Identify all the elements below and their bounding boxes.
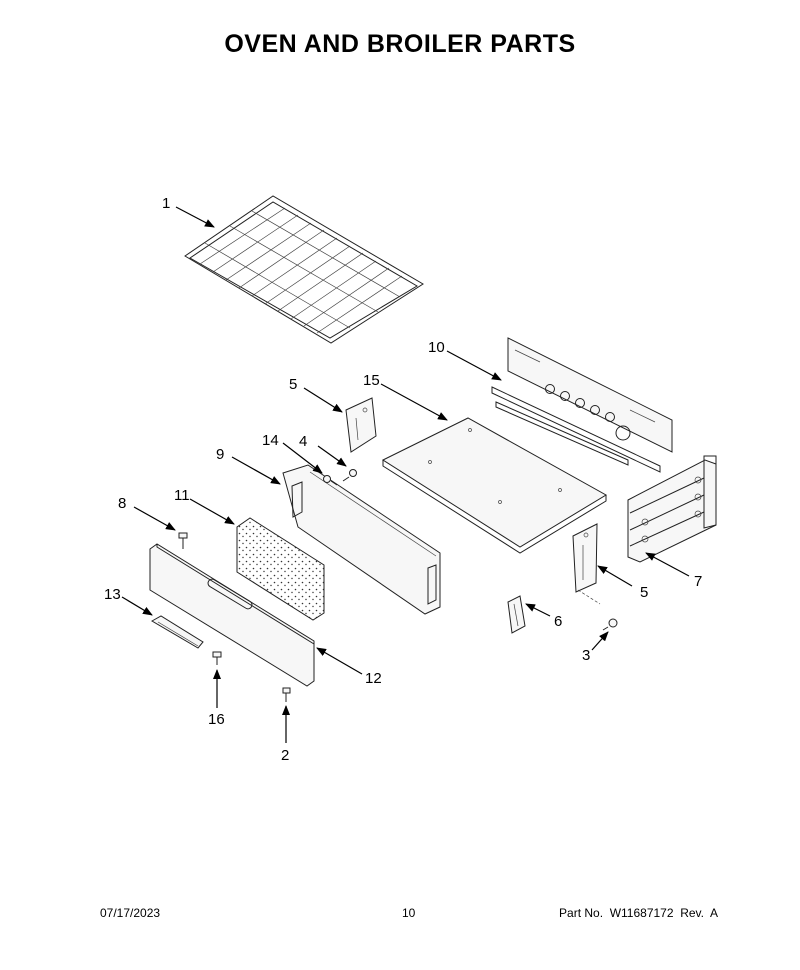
- callout-4: 4: [299, 433, 307, 450]
- screw-2-part[interactable]: [282, 687, 291, 702]
- callout-11: 11: [174, 487, 190, 504]
- side-bracket-part[interactable]: [627, 455, 717, 563]
- drawer-front-panel-part[interactable]: [149, 543, 315, 687]
- callout-6: 6: [554, 613, 562, 630]
- callout-2: 2: [281, 747, 289, 764]
- rear-panel-part[interactable]: [491, 337, 673, 473]
- slide-bracket-upper-part[interactable]: [345, 397, 377, 453]
- leader-9: [231, 456, 281, 485]
- leader-7: [645, 552, 690, 577]
- page-title: OVEN AND BROILER PARTS: [224, 30, 576, 58]
- callout-10: 10: [428, 339, 445, 356]
- leader-5b: [597, 565, 633, 587]
- callout-1: 1: [162, 195, 170, 212]
- screw-4-part[interactable]: [342, 469, 357, 482]
- footer-date: 07/17/2023: [100, 906, 161, 920]
- leader-12: [316, 647, 363, 675]
- leader-6: [525, 603, 551, 617]
- screw-8-part[interactable]: [178, 532, 188, 549]
- footer-part-number: Part No. W11687172 Rev. A: [559, 906, 718, 920]
- callout-5-lower: 5: [640, 584, 648, 601]
- bottom-panel-part[interactable]: [381, 417, 607, 554]
- leader-5a: [303, 387, 343, 413]
- screw-3-part[interactable]: [602, 618, 618, 631]
- leader-14: [282, 442, 323, 474]
- hinge-part[interactable]: [507, 595, 526, 634]
- leader-1: [175, 206, 215, 228]
- leader-4: [317, 445, 347, 467]
- inner-door-frame-part[interactable]: [282, 464, 441, 615]
- callout-16: 16: [208, 711, 225, 728]
- insulation-part[interactable]: [236, 517, 325, 621]
- leader-3: [591, 631, 609, 651]
- callout-12: 12: [365, 670, 382, 687]
- screw-14-part[interactable]: [323, 475, 338, 486]
- drawer-handle-part[interactable]: [150, 615, 204, 649]
- oven-rack-part[interactable]: [184, 195, 424, 344]
- leader-13: [121, 596, 153, 616]
- callout-9: 9: [216, 446, 224, 463]
- callout-13: 13: [104, 586, 121, 603]
- footer-page-number: 10: [402, 906, 416, 920]
- callout-5-upper: 5: [289, 376, 297, 393]
- leader-8: [133, 506, 176, 531]
- callout-14: 14: [262, 432, 279, 449]
- callout-8: 8: [118, 495, 126, 512]
- slide-bracket-lower-part[interactable]: [572, 523, 601, 605]
- leader-10: [446, 350, 502, 381]
- callout-7: 7: [694, 573, 702, 590]
- screw-16-part[interactable]: [212, 651, 222, 665]
- leader-15: [380, 383, 448, 421]
- leader-11: [189, 498, 235, 525]
- callout-15: 15: [363, 372, 380, 389]
- callout-3: 3: [582, 647, 590, 664]
